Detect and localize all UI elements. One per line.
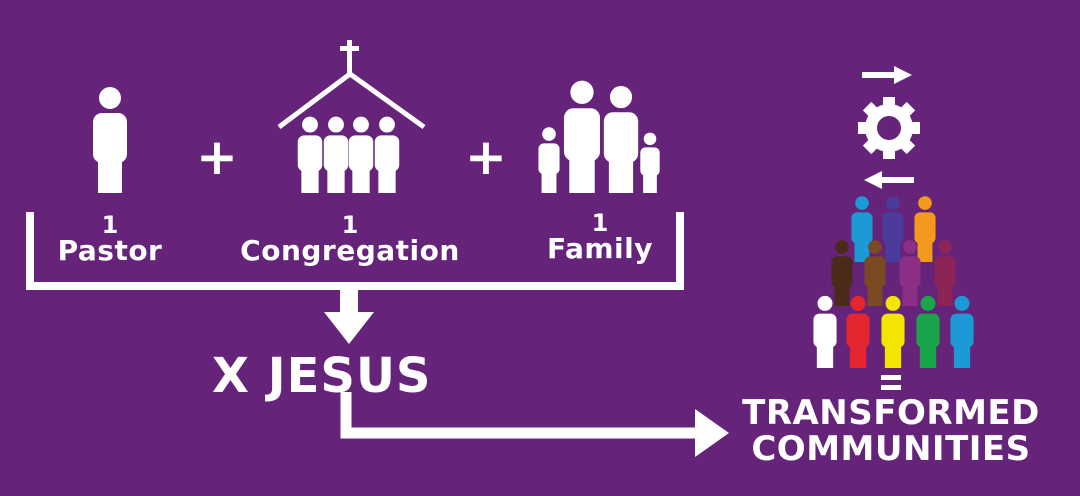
gear-icon bbox=[858, 97, 920, 159]
congregation-count: 1 bbox=[341, 211, 359, 239]
result-line-1: TRANSFORMED bbox=[742, 393, 1040, 433]
congregation-label-group: 1 Congregation bbox=[230, 213, 470, 265]
plus-operator-2: + bbox=[465, 128, 507, 186]
pastor-count: 1 bbox=[101, 211, 119, 239]
church-icon bbox=[277, 40, 426, 193]
arrow-right-icon bbox=[862, 66, 912, 84]
family-label-group: 1 Family bbox=[530, 211, 670, 263]
person-icon bbox=[93, 87, 127, 193]
plus-operator-1: + bbox=[196, 128, 238, 186]
family-label: Family bbox=[546, 232, 653, 265]
arrow-left-icon bbox=[864, 171, 914, 189]
down-arrow bbox=[324, 286, 374, 344]
family-count: 1 bbox=[591, 209, 609, 237]
connector-arrow bbox=[340, 392, 729, 457]
pastor-label: Pastor bbox=[57, 234, 163, 267]
pastor-label-group: 1 Pastor bbox=[40, 213, 180, 265]
result-label: TRANSFORMED COMMUNITIES bbox=[736, 393, 1046, 469]
congregation-label: Congregation bbox=[240, 234, 460, 267]
result-line-2: COMMUNITIES bbox=[751, 428, 1031, 469]
crowd-icon bbox=[813, 196, 974, 368]
equals-icon bbox=[881, 375, 901, 390]
family-icon bbox=[538, 80, 660, 193]
multiplier-label: X JESUS bbox=[212, 348, 432, 404]
